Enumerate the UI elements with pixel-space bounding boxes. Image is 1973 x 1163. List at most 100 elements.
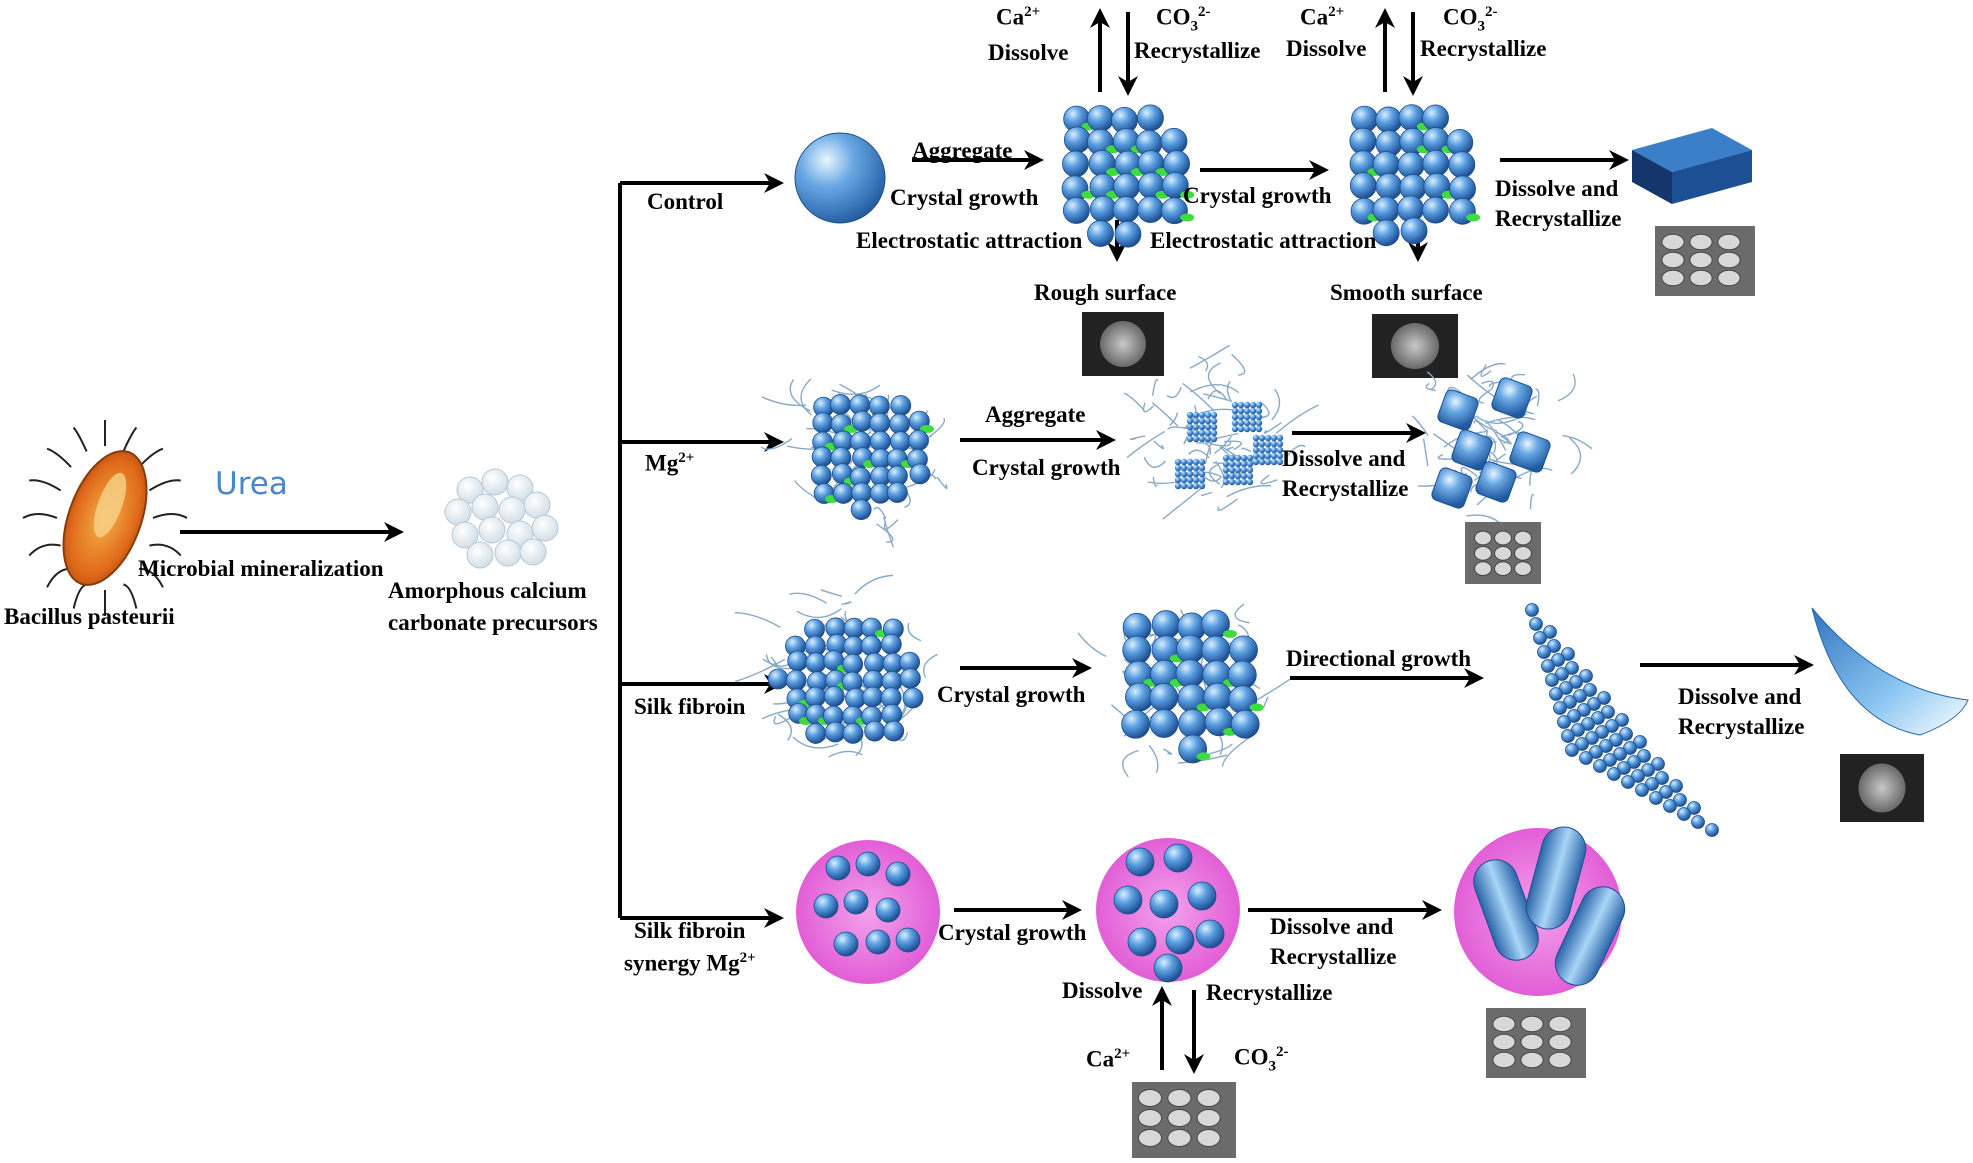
block-left — [1632, 150, 1672, 204]
organism-label: Bacillus pasteurii — [4, 604, 175, 629]
mg-fiber-cluster — [760, 378, 948, 548]
sem-grain — [1689, 269, 1713, 287]
calcite-sphere — [1691, 815, 1705, 829]
fibroin-fiber — [1275, 404, 1319, 434]
green-ion-dot — [1196, 752, 1211, 761]
calcite-sphere — [805, 723, 827, 744]
calcite-sphere — [1619, 727, 1633, 741]
mg-nanoparticle — [1192, 423, 1200, 431]
sem-grain — [1167, 1109, 1192, 1127]
mg-nanoparticle — [1186, 482, 1194, 490]
arrows — [180, 8, 1814, 1074]
sem-grain — [1492, 1015, 1516, 1033]
calcite-sphere — [1595, 725, 1609, 739]
calcite-sphere — [1349, 172, 1377, 200]
calcite-sphere — [1400, 217, 1428, 245]
precursor-particle — [523, 491, 551, 519]
mg-nanoparticle — [1270, 440, 1278, 448]
calcite-sphere — [850, 499, 872, 521]
green-ion-dot — [1223, 629, 1237, 638]
mg-nanoparticle — [1186, 464, 1194, 472]
calcite-sphere — [1547, 639, 1561, 653]
mg-nanoparticle — [1252, 458, 1260, 466]
branch-synergy-label-2: synergy Mg2+ — [624, 950, 756, 976]
mg-nanoparticle — [1264, 458, 1272, 466]
mg-nanoparticle — [1237, 425, 1245, 433]
calcite-sphere — [1585, 731, 1599, 745]
calcite-sphere — [1063, 126, 1091, 154]
fibroin-fiber — [1200, 491, 1213, 497]
recrystallize-label-synergy: Recrystallize — [1270, 944, 1397, 969]
fibroin-fiber — [1196, 442, 1212, 455]
flagellum — [138, 567, 164, 588]
sem-grain — [1196, 1129, 1221, 1147]
calcite-sphere — [823, 685, 845, 707]
fibroin-fiber — [1198, 355, 1209, 372]
calcite-sphere — [885, 861, 911, 887]
dissolve-and-label-synergy: Dissolve and — [1270, 914, 1394, 939]
fibroin-fiber — [1478, 388, 1492, 404]
fibroin-fiber — [936, 476, 948, 490]
fibroin-fiber — [907, 622, 922, 642]
mg-nanoparticle — [1204, 423, 1212, 431]
calcite-sphere — [1601, 705, 1615, 719]
mg-nanoparticle — [1249, 401, 1257, 409]
calcite-sphere — [1649, 791, 1663, 805]
fibroin-fiber — [796, 608, 842, 619]
fibroin-fiber — [1480, 364, 1492, 377]
mg-nanoparticle — [1198, 464, 1206, 472]
calcite-sphere — [1659, 785, 1673, 799]
mg-nanoparticle — [1246, 466, 1254, 474]
mg-nanoparticle — [1228, 478, 1236, 486]
precursor-particle — [478, 516, 506, 544]
calcite-sphere — [1565, 743, 1579, 757]
mg-nanoparticle — [1204, 417, 1212, 425]
mg-nanoparticle — [1246, 478, 1254, 486]
mg-nanoparticle — [1231, 413, 1239, 421]
fibroin-fiber — [1142, 402, 1155, 413]
calcite-sphere — [883, 720, 905, 742]
sem-mg-product — [1465, 522, 1541, 584]
flagellum — [28, 543, 61, 557]
mg-nanoparticle — [1192, 470, 1200, 478]
mg-nanoparticle — [1255, 419, 1263, 427]
calcite-sphere — [1581, 717, 1595, 731]
co3-ion-label-synergy: CO32- — [1234, 1044, 1289, 1075]
sem-grain — [1137, 1129, 1163, 1147]
fibroin-fiber — [789, 378, 811, 412]
calcite-sphere — [1645, 777, 1659, 791]
calcite-sphere — [1203, 682, 1233, 712]
fibroin-fiber — [1189, 344, 1230, 369]
fibroin-fiber — [1557, 373, 1576, 402]
calcite-sphere — [890, 431, 911, 452]
calcite-sphere — [1549, 687, 1563, 701]
green-ion-dot — [1180, 213, 1195, 222]
calcite-sphere — [899, 668, 921, 689]
mg-nanoparticle — [1222, 454, 1230, 462]
fibroin-fiber — [1190, 384, 1240, 394]
calcite-sphere — [1149, 889, 1179, 919]
sem-grain — [1520, 1033, 1544, 1051]
calcite-sphere — [825, 855, 851, 881]
calcite-sphere — [1372, 219, 1400, 247]
calcite-sphere — [785, 669, 807, 691]
fibroin-fiber — [1122, 749, 1139, 778]
bowl-shell — [1811, 607, 1969, 736]
calcite-sphere — [1160, 127, 1188, 155]
calcite-sphere — [1603, 753, 1617, 767]
co3-ion-label-1: CO32- — [1156, 4, 1211, 35]
calcite-sphere — [1087, 220, 1114, 247]
calcite-sphere — [1062, 197, 1090, 224]
flagellum — [148, 479, 181, 492]
branch-silk-label: Silk fibroin — [634, 694, 746, 719]
sem-grain — [1494, 545, 1512, 561]
fibroin-fiber — [1209, 441, 1232, 447]
calcite-sphere — [830, 394, 851, 415]
sem-grain — [1167, 1129, 1192, 1147]
mg-nanoparticle — [1264, 452, 1272, 460]
calcite-sphere — [1573, 689, 1587, 703]
sem-grain — [1689, 233, 1713, 251]
calcite-sphere — [1553, 701, 1567, 715]
precursor-particle — [531, 514, 559, 542]
sem-grain — [1717, 251, 1741, 269]
